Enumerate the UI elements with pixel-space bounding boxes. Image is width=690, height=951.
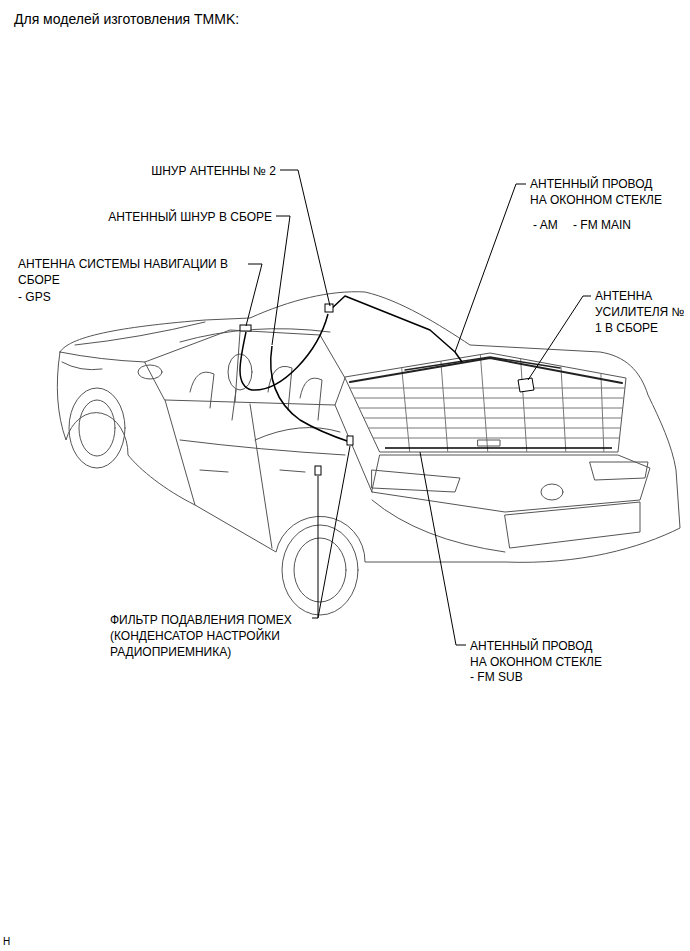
part-label: - FM MAIN bbox=[573, 217, 631, 233]
part-label: - AM bbox=[533, 217, 558, 233]
part-label: - GPS bbox=[18, 289, 51, 305]
part-label: ШНУР АНТЕННЫ № 2 bbox=[151, 163, 276, 179]
part-label: АНТЕННА УСИЛИТЕЛЯ № 1 В СБОРЕ bbox=[595, 288, 685, 336]
leader-lines bbox=[246, 170, 591, 645]
part-label: АНТЕННА СИСТЕМЫ НАВИГАЦИИ В СБОРЕ bbox=[18, 256, 230, 288]
page-title: Для моделей изготовления TMMK: bbox=[14, 10, 239, 28]
part-label: АНТЕННЫЙ ШНУР В СБОРЕ bbox=[108, 209, 272, 225]
part-label: АНТЕННЫЙ ПРОВОД НА ОКОННОМ СТЕКЛЕ bbox=[530, 176, 670, 208]
part-label: H bbox=[3, 936, 10, 948]
part-label: - FM SUB bbox=[470, 669, 523, 685]
part-label: ФИЛЬТР ПОДАВЛЕНИЯ ПОМЕХ (КОНДЕНСАТОР НАС… bbox=[110, 612, 306, 660]
part-label: АНТЕННЫЙ ПРОВОД НА ОКОННОМ СТЕКЛЕ bbox=[470, 638, 610, 670]
